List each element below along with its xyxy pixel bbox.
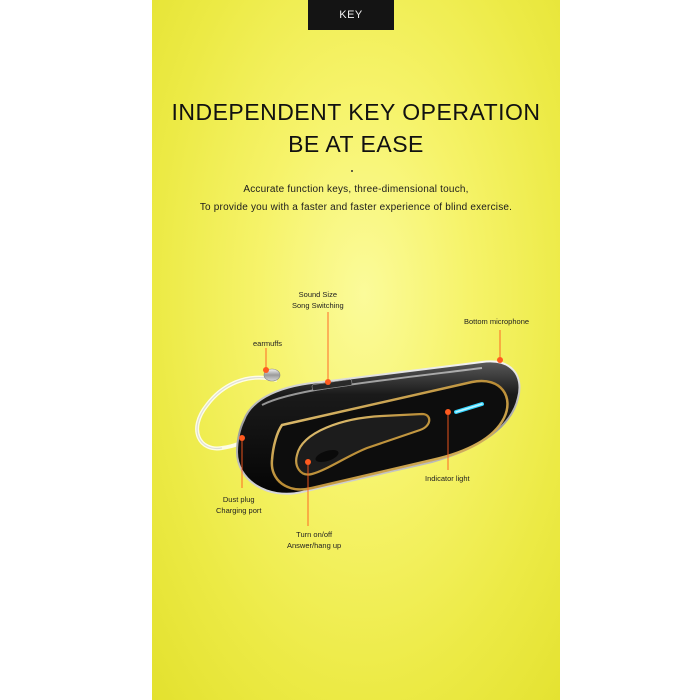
product-panel: KEY INDEPENDENT KEY OPERATION BE AT EASE… <box>152 0 560 700</box>
callout-turn-on-off: Turn on/off Answer/hang up <box>287 530 342 550</box>
headline-line1: INDEPENDENT KEY OPERATION <box>171 99 541 125</box>
headline-line2: BE AT EASE <box>288 131 424 157</box>
subtitle-line2: To provide you with a faster and faster … <box>199 202 513 213</box>
callout-indicator-light: Indicator light <box>425 474 470 483</box>
key-badge: KEY <box>308 0 394 30</box>
divider-dot <box>351 170 353 172</box>
volume-buttons <box>311 379 353 391</box>
callout-bottom-microphone: Bottom microphone <box>464 317 530 326</box>
headset-illustration <box>195 312 521 526</box>
callout-lines <box>241 312 501 526</box>
callout-earmuffs: earmuffs <box>253 339 283 348</box>
subtitle-line1: Accurate function keys, three-dimensiona… <box>243 184 469 195</box>
callout-dust-plug: Dust plug Charging port <box>216 495 262 515</box>
callout-sound-size: Sound Size Song Switching <box>292 290 344 310</box>
callout-dots <box>239 357 503 465</box>
